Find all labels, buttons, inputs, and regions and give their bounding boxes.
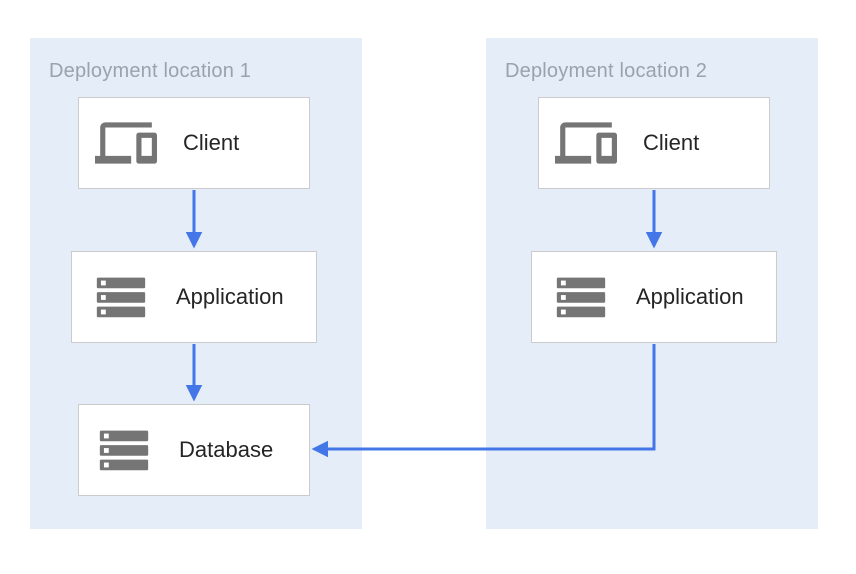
devices-icon bbox=[555, 112, 617, 174]
node-client-2: Client bbox=[538, 97, 770, 189]
node-label: Client bbox=[183, 130, 240, 155]
node-client-1: Client bbox=[78, 97, 310, 189]
node-database-1: Database bbox=[78, 404, 310, 496]
deployment-location-2-title: Deployment location 2 bbox=[505, 60, 708, 82]
server-stack-icon bbox=[552, 268, 610, 326]
server-stack-icon bbox=[95, 421, 153, 479]
node-label: Database bbox=[179, 437, 274, 462]
node-label: Application bbox=[176, 284, 284, 309]
node-label: Application bbox=[636, 284, 744, 309]
server-stack-icon bbox=[92, 268, 150, 326]
node-application-1: Application bbox=[71, 251, 317, 343]
node-label: Client bbox=[643, 130, 700, 155]
node-application-2: Application bbox=[531, 251, 777, 343]
deployment-location-1-title: Deployment location 1 bbox=[49, 60, 252, 82]
devices-icon bbox=[95, 112, 157, 174]
